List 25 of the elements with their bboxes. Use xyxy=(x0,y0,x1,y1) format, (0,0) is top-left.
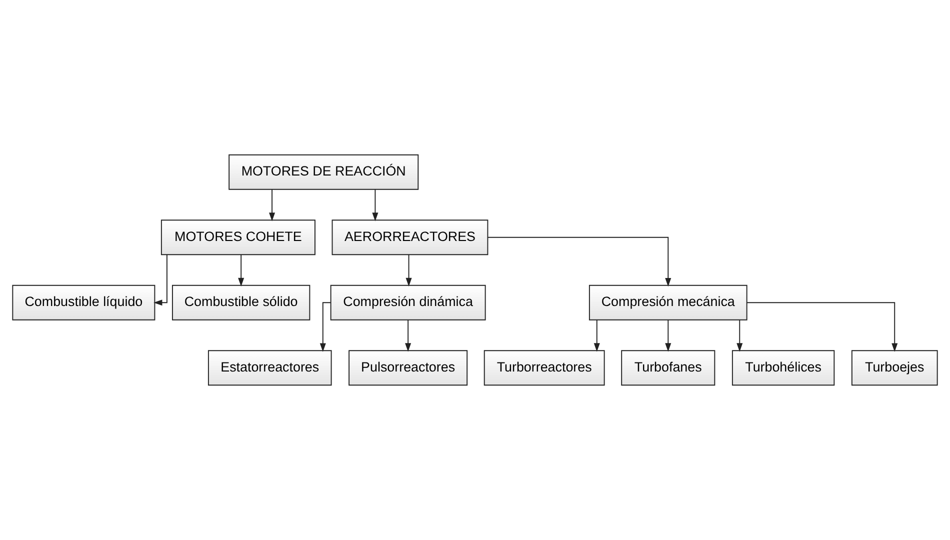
node-box: Compresión mecánica xyxy=(588,284,748,320)
node-box: Turboejes xyxy=(851,350,938,386)
node-box: AERORREACTORES xyxy=(332,220,488,256)
arrow xyxy=(405,320,412,352)
arrow xyxy=(154,254,168,306)
arrow xyxy=(746,302,898,352)
node-box: Turbohélices xyxy=(732,350,835,386)
node-box: Estatorreactores xyxy=(208,350,332,386)
arrow xyxy=(269,189,276,222)
node-box: Compresión dinámica xyxy=(330,284,486,320)
arrow xyxy=(372,189,378,222)
node-box: Turbofanes xyxy=(621,350,716,386)
arrow xyxy=(594,320,600,352)
arrow xyxy=(736,320,743,352)
arrow xyxy=(238,254,244,287)
arrow xyxy=(487,236,672,287)
arrow xyxy=(665,320,672,352)
node-box: Turborreactores xyxy=(484,350,605,386)
arrow xyxy=(406,254,412,287)
node-box: Pulsorreactores xyxy=(348,350,468,386)
node-box: MOTORES DE REACCIÓN xyxy=(228,154,419,190)
node-box: Combustible líquido xyxy=(12,284,156,320)
node-box: Combustible sólido xyxy=(172,284,310,320)
arrow xyxy=(320,302,332,352)
node-box: MOTORES COHETE xyxy=(160,220,316,256)
